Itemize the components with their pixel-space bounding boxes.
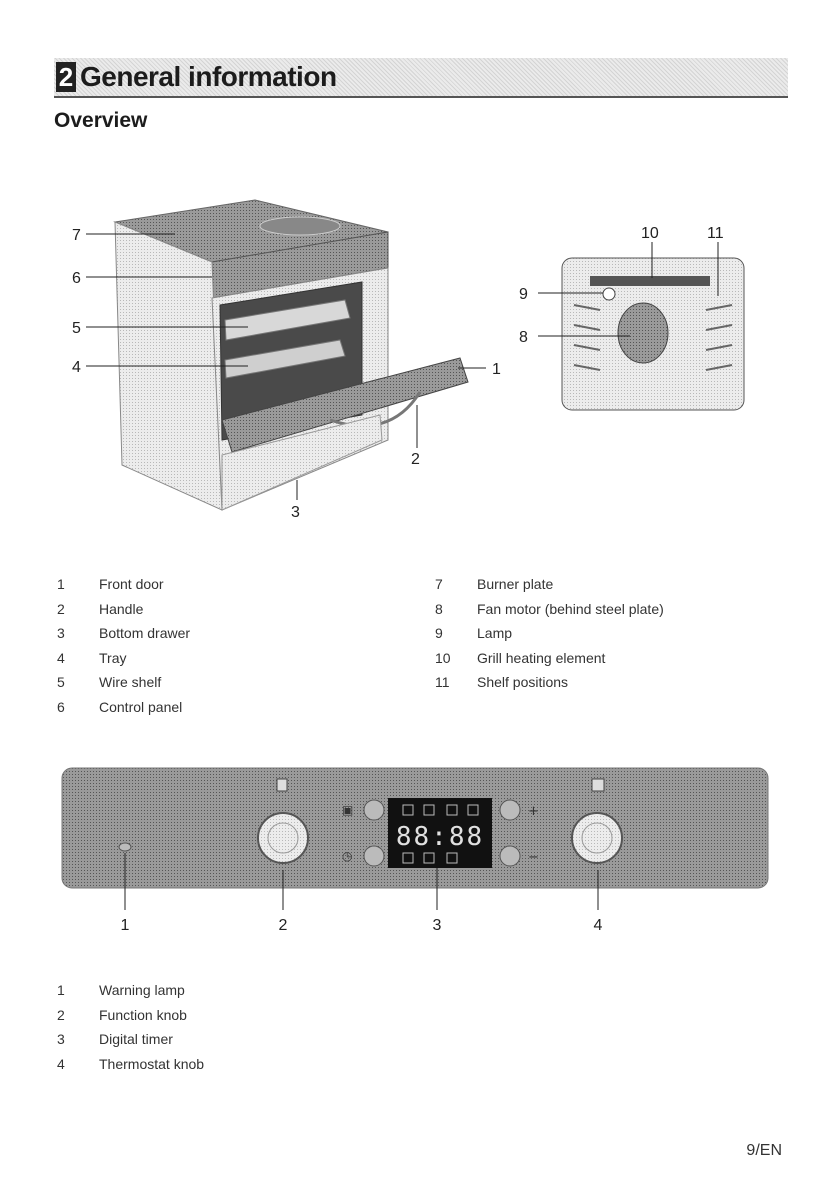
plus-sign: + (528, 804, 539, 819)
section-title: Overview (54, 109, 148, 132)
digital-timer-display (388, 798, 492, 868)
callout-11: 11 (707, 225, 724, 242)
timer-symbol-icon (467, 804, 479, 816)
callout-7: 7 (72, 227, 81, 244)
callout-6: 6 (72, 270, 81, 287)
callout-10: 10 (641, 225, 659, 242)
hob-zone (259, 216, 341, 236)
chapter-header: 2 General information (54, 58, 788, 98)
timer-symbol-icon (423, 852, 435, 864)
panel-callout-4: 4 (594, 917, 603, 934)
timer-symbol-icon (423, 804, 435, 816)
control-panel-illustration: ▣ ◷ 88:88 + − 1 2 3 4 (61, 767, 769, 934)
wire-shelf (224, 299, 351, 341)
minus-sign: − (528, 850, 539, 865)
warning-lamp (118, 842, 132, 852)
timer-symbol-icon (402, 852, 414, 864)
page-number: 9/EN (746, 1142, 782, 1159)
thermostat-symbol-icon (591, 778, 605, 792)
chapter-title: General information (80, 61, 337, 92)
timer-button-plus[interactable] (499, 799, 521, 821)
function-symbol-icon (276, 778, 288, 792)
timer-symbol-icon (446, 804, 458, 816)
callout-8: 8 (519, 329, 528, 346)
tray (224, 339, 346, 379)
panel-callout-3: 3 (433, 917, 442, 934)
callout-1: 1 (492, 361, 501, 378)
chapter-number: 2 (56, 62, 76, 92)
callout-3: 3 (291, 504, 300, 521)
timer-symbol-icon (402, 804, 414, 816)
callout-5: 5 (72, 320, 81, 337)
function-knob (257, 812, 309, 864)
timer-symbol-icon (446, 852, 458, 864)
callout-4: 4 (72, 359, 81, 376)
timer-readout: 88:88 (396, 822, 484, 852)
timer-button-minus[interactable] (499, 845, 521, 867)
callout-9: 9 (519, 286, 528, 303)
timer-button-left-top[interactable] (363, 799, 385, 821)
door-handle (329, 391, 422, 428)
timer-button-left-bottom[interactable] (363, 845, 385, 867)
bottom-drawer (221, 414, 383, 511)
oven-door (221, 357, 469, 453)
grill-heating-element (590, 276, 710, 286)
clock-icon: ◷ (342, 849, 353, 863)
cook-time-icon: ▣ (342, 803, 353, 817)
callout-2: 2 (411, 451, 420, 468)
oven-illustration: 7 6 5 4 1 2 3 10 11 9 8 (72, 199, 745, 521)
thermostat-knob (571, 812, 623, 864)
panel-callout-1: 1 (121, 917, 130, 934)
panel-callout-2: 2 (279, 917, 288, 934)
oven-lamp (602, 287, 616, 301)
fan-plate (617, 302, 669, 364)
